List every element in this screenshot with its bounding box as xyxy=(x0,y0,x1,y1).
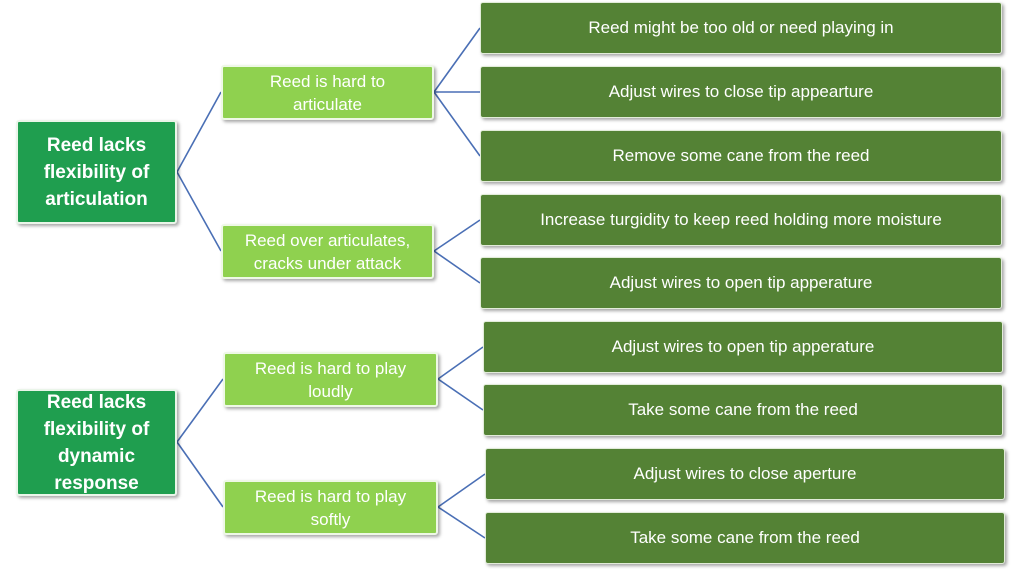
leaf-node-label: Remove some cane from the reed xyxy=(612,146,870,165)
branch-node-label: Reed is hard to articulate xyxy=(269,71,386,114)
leaf-node-label: Take some cane from the reed xyxy=(630,528,860,547)
leaf-node: Increase turgidity to keep reed holding … xyxy=(480,194,1002,246)
root-node-label: Reed lacks flexibility of dynamic respon… xyxy=(43,391,150,494)
root-node-dynamic-response: Reed lacks flexibility of dynamic respon… xyxy=(16,389,177,496)
branch-node-hard-to-play-loudly: Reed is hard to play loudly xyxy=(223,352,438,407)
root-node-articulation: Reed lacks flexibility of articulation xyxy=(16,120,177,224)
connector-line xyxy=(433,219,481,252)
leaf-node-label: Adjust wires to close aperture xyxy=(633,464,857,483)
leaf-node-label: Take some cane from the reed xyxy=(628,400,858,419)
connector-line xyxy=(437,506,486,539)
leaf-node-label: Reed might be too old or need playing in xyxy=(588,18,894,37)
branch-node-over-articulates: Reed over articulates, cracks under atta… xyxy=(221,224,434,279)
connector-line xyxy=(176,378,224,443)
connector-line xyxy=(437,378,484,411)
connector-line xyxy=(176,91,222,173)
branch-node-label: Reed is hard to play softly xyxy=(254,486,407,529)
connector-line xyxy=(176,171,222,252)
connector-line xyxy=(433,91,481,157)
leaf-node: Reed might be too old or need playing in xyxy=(480,2,1002,54)
branch-node-hard-to-articulate: Reed is hard to articulate xyxy=(221,65,434,120)
leaf-node: Remove some cane from the reed xyxy=(480,130,1002,182)
leaf-node-label: Increase turgidity to keep reed holding … xyxy=(540,210,942,229)
leaf-node: Take some cane from the reed xyxy=(485,512,1005,564)
leaf-node: Take some cane from the reed xyxy=(483,384,1003,436)
branch-node-label: Reed over articulates, cracks under atta… xyxy=(244,230,411,273)
connector-line xyxy=(433,250,481,284)
leaf-node-label: Adjust wires to open tip apperature xyxy=(609,273,873,292)
connector-line xyxy=(176,441,224,508)
connector-line xyxy=(433,27,481,93)
branch-node-label: Reed is hard to play loudly xyxy=(254,358,407,401)
leaf-node: Adjust wires to close tip appearture xyxy=(480,66,1002,118)
branch-node-hard-to-play-softly: Reed is hard to play softly xyxy=(223,480,438,535)
leaf-node-label: Adjust wires to open tip apperature xyxy=(611,337,875,356)
leaf-node-label: Adjust wires to close tip appearture xyxy=(608,82,874,101)
leaf-node: Adjust wires to open tip apperature xyxy=(480,257,1002,309)
leaf-node: Adjust wires to open tip apperature xyxy=(483,321,1003,373)
root-node-label: Reed lacks flexibility of articulation xyxy=(43,134,150,210)
connector-line xyxy=(437,346,484,380)
connector-line xyxy=(437,473,486,508)
leaf-node: Adjust wires to close aperture xyxy=(485,448,1005,500)
